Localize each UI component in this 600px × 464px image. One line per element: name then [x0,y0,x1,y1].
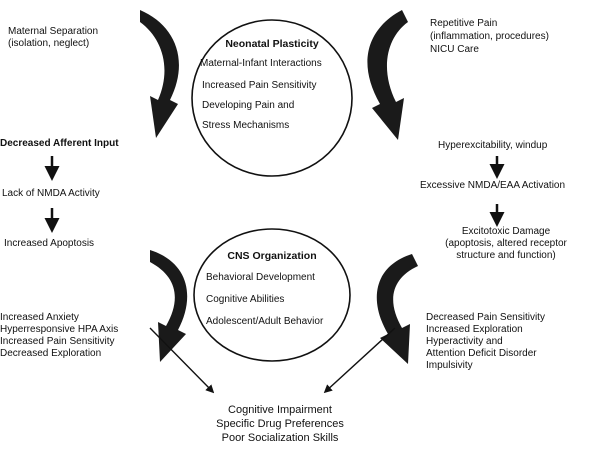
right-outcome-1: Decreased Pain Sensitivity [426,312,545,323]
right-damage-2: (apoptosis, altered receptor [445,238,567,249]
final-outcome-3: Poor Socialization Skills [221,432,339,444]
left-top-line-1: Maternal Separation [8,26,99,37]
left-outcome-3: Increased Pain Sensitivity [0,336,115,347]
right-bottom-curved-arrow [376,254,418,364]
neonatal-plasticity-title: Neonatal Plasticity [225,38,319,50]
cns-item-2: Cognitive Abilities [206,294,285,305]
final-outcome-2: Specific Drug Preferences [216,418,344,430]
right-outcome-2: Increased Exploration [426,324,523,335]
right-outcome-5: Impulsivity [426,360,473,371]
cns-organization-ellipse [193,228,351,362]
left-apoptosis: Increased Apoptosis [4,238,95,249]
right-top-curved-arrow [367,10,408,140]
left-top-line-2: (isolation, neglect) [8,38,90,49]
left-top-curved-arrow [140,10,179,138]
final-outcome-1: Cognitive Impairment [228,404,332,416]
neonatal-item-3: Developing Pain and [202,100,295,111]
right-damage-3: structure and function) [456,250,556,261]
cns-organization-title: CNS Organization [227,250,317,262]
right-top-line-2: (inflammation, procedures) [430,31,549,42]
left-to-outcome-arrow [149,327,215,394]
right-top-line-1: Repetitive Pain [430,18,498,29]
neonatal-item-2: Increased Pain Sensitivity [202,80,317,91]
left-outcome-4: Decreased Exploration [0,348,102,359]
neonatal-item-1: Maternal-Infant Interactions [200,58,322,69]
right-top-line-3: NICU Care [430,44,479,55]
cns-item-3: Adolescent/Adult Behavior [206,316,324,327]
right-nmda: Excessive NMDA/EAA Activation [420,180,566,191]
right-outcome-4: Attention Deficit Disorder [426,348,537,359]
left-outcome-2: Hyperresponsive HPA Axis [0,324,119,335]
left-bottom-curved-arrow [150,250,188,362]
left-nmda: Lack of NMDA Activity [2,188,100,199]
right-to-outcome-arrow [323,327,396,394]
left-outcome-1: Increased Anxiety [0,312,79,323]
left-afferent: Decreased Afferent Input [0,138,119,149]
right-outcome-3: Hyperactivity and [426,336,503,347]
right-damage-1: Excitotoxic Damage [461,226,551,237]
neonatal-plasticity-ellipse [191,19,353,177]
cns-item-1: Behavioral Development [206,272,315,283]
right-hyper: Hyperexcitability, windup [438,140,548,151]
neonatal-item-4: Stress Mechanisms [202,120,290,131]
